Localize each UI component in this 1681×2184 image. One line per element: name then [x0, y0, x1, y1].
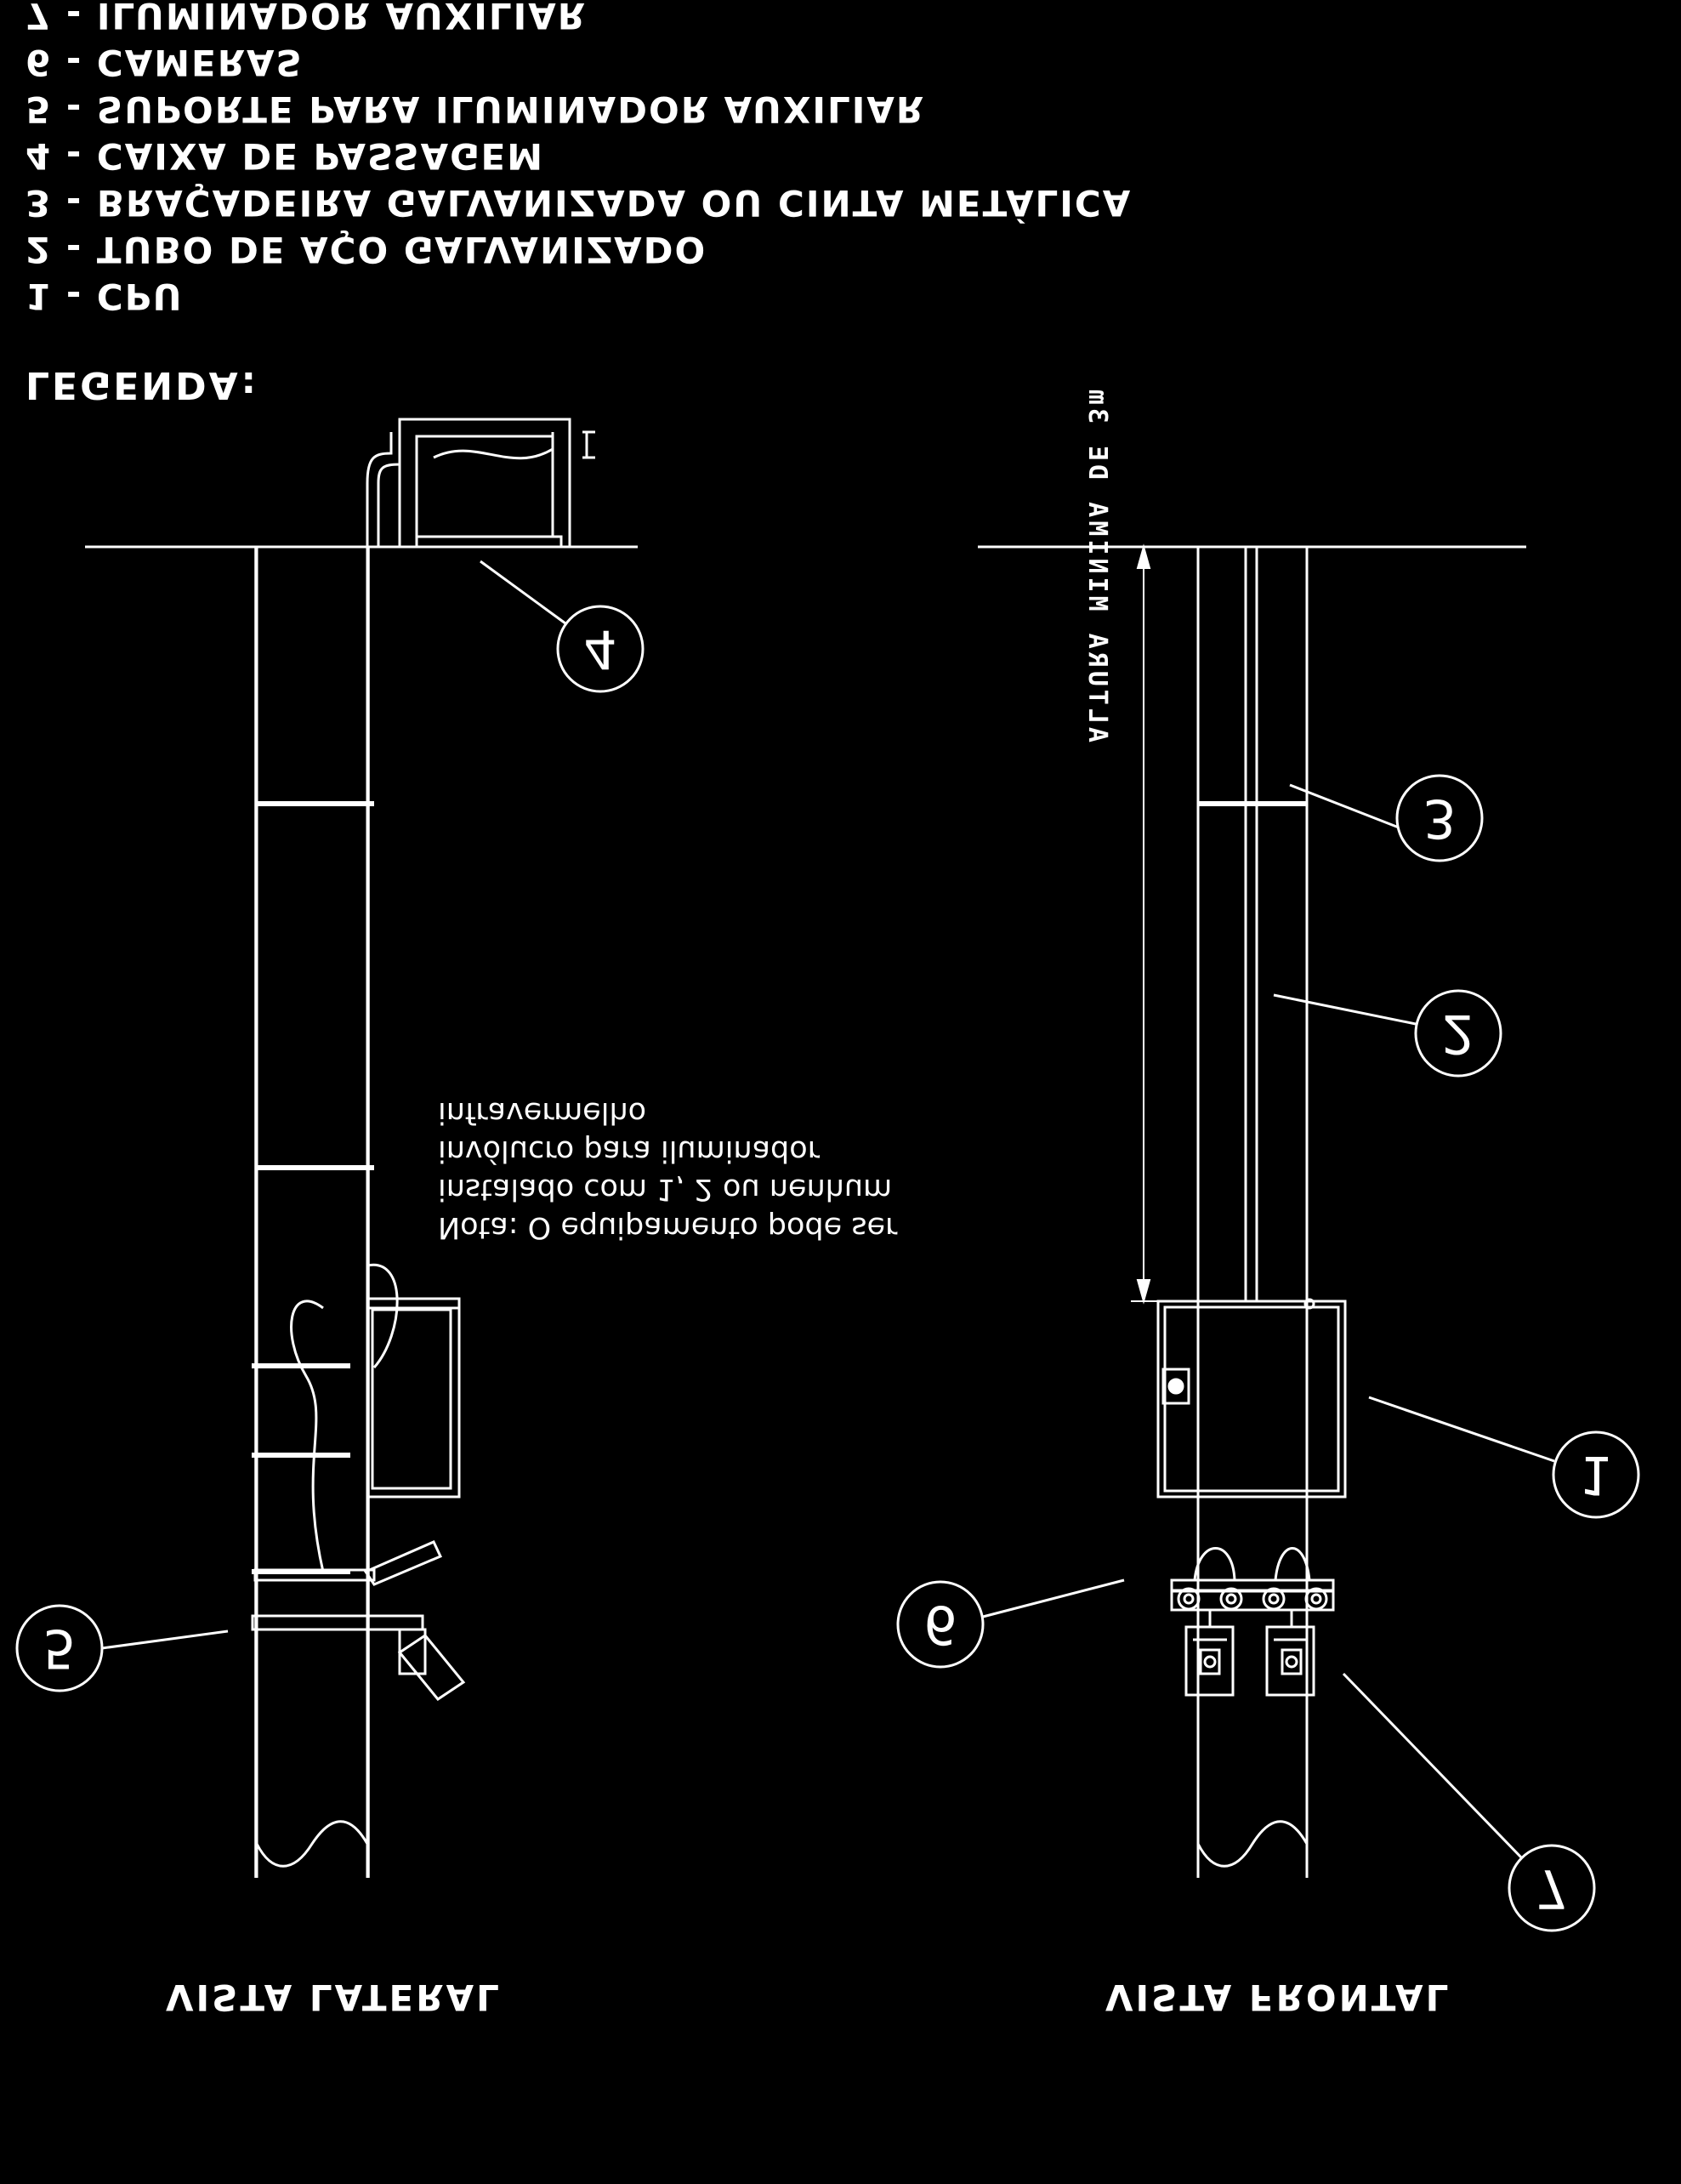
- height-dimension-label: ALTURA MINIMA DE 3m: [1082, 385, 1112, 742]
- side-view: [85, 418, 638, 1878]
- legend-item-4: 4 - CAIXA DE PASSAGEM: [26, 135, 545, 177]
- side-view-label: VISTA LATERAL: [166, 1976, 502, 2018]
- side-pole: [254, 547, 370, 1878]
- cpu-box-side: [366, 1297, 461, 1499]
- legend-item-7: 7 - ILUMINADOR AUXILIAR: [26, 0, 588, 37]
- front-pole: [1196, 547, 1309, 1878]
- aux-illuminators-front: [1184, 1610, 1315, 1697]
- callout-5: 5: [43, 1618, 77, 1680]
- side-cable-conduit: [366, 432, 401, 1368]
- cameras-front: [1170, 1547, 1335, 1612]
- note-line-3: invólucro para iluminador: [438, 1134, 821, 1168]
- note-line-4: infravermelho: [438, 1095, 647, 1129]
- note-line-1: Nota: O equipamento pode ser: [438, 1210, 898, 1244]
- front-view-label: VISTA FRONTAL: [1105, 1976, 1451, 2018]
- camera-support-side: [251, 1540, 466, 1702]
- legend-item-6: 6 - CAMERAS: [26, 42, 304, 83]
- front-view: [978, 543, 1526, 1878]
- junction-box-side: [398, 418, 595, 549]
- legend-item-5: 5 - SUPORTE PARA ILUMINADOR AUXILIAR: [26, 88, 926, 130]
- legend-item-1: 1 - CPU: [26, 276, 184, 317]
- legend-item-3: 3 - BRAÇADEIRA GALVANIZADA OU CINTA METÁ…: [26, 182, 1133, 224]
- callout-leaders: [15, 560, 1640, 1932]
- legend-title: LEGENDA:: [26, 363, 259, 407]
- side-cable-loop: [290, 1300, 325, 1573]
- callout-6: 6: [923, 1594, 957, 1656]
- callout-1: 1: [1579, 1444, 1613, 1506]
- callout-2: 2: [1441, 1003, 1475, 1065]
- height-dimension: [1131, 543, 1158, 1305]
- callout-4: 4: [583, 618, 617, 680]
- legend-item-2: 2 - TUBO DE AÇO GALVANIZADO: [26, 229, 707, 270]
- cpu-box-front: [1156, 1298, 1347, 1499]
- callout-7: 7: [1535, 1857, 1569, 1920]
- callout-3: 3: [1423, 788, 1457, 850]
- side-clamps: [257, 801, 374, 1170]
- side-lower-clamps: [252, 1363, 350, 1574]
- note-line-2: instalado com 1, 2 ou nenhum: [438, 1172, 893, 1206]
